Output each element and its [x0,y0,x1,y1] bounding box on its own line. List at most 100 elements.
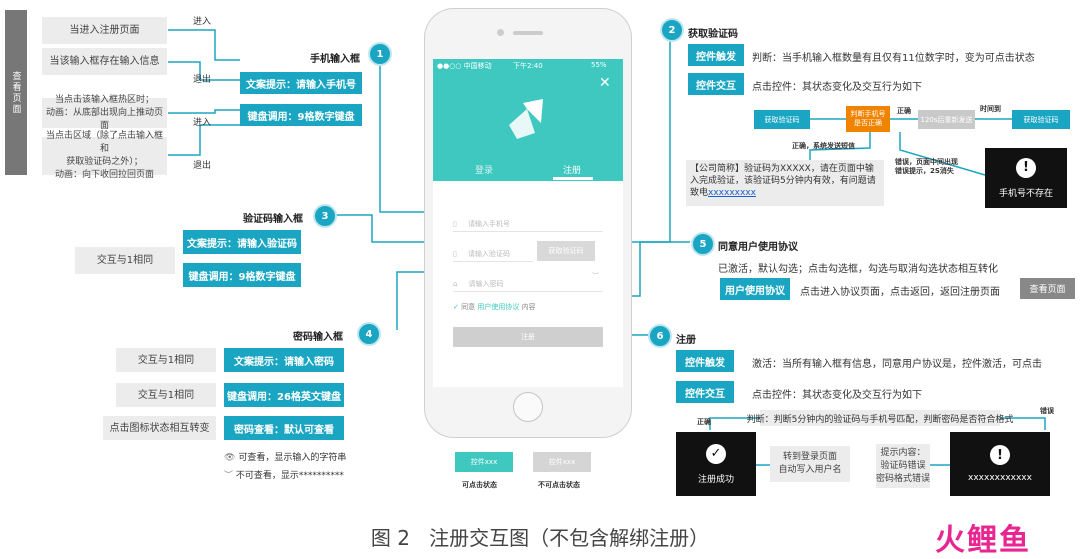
agreement-row: ✓ 同意 用户使用协议 内容 [453,303,536,311]
section-agreement: 同意用户使用协议 [718,242,798,253]
status-time: 下午2:40 [513,62,543,70]
demo-active-button: 控件xxx [455,452,513,472]
trigger-box: 控件触发 [688,44,744,66]
text-click-change: 点击控件：其状态变化及交互行为如下 [752,82,922,93]
flow-error-label: 错误，页面中间出现 错误提示，2S消失 [895,158,958,175]
toast-register-success: ✓ 注册成功 [676,432,756,496]
password-keyboard-box: 键盘调用：26格英文键盘 [224,383,344,407]
tab-register[interactable]: 注册 [563,166,582,176]
note-same-2: 交互与1相同 [116,348,216,372]
home-button[interactable] [513,392,543,422]
label-correct: 正确 [697,418,711,426]
note-same-1: 交互与1相同 [75,247,175,274]
alert-icon: ! [1016,157,1036,178]
password-hint-box: 文案提示：请输入密码 [224,348,344,372]
phone-field[interactable]: ▯ 请输入手机号 [453,211,603,232]
phone-camera [497,29,504,36]
status-carrier: ●●○○ 中国移动 [437,62,492,70]
legend-visible: 👁 可查看，显示输入的字符串 [224,453,347,463]
flow-countdown: 120s后重新发送 [918,110,975,129]
flow-time-label: 时间到 [980,105,1001,113]
side-tab-view-page[interactable]: 查看页面 [5,10,27,175]
logo-icon [509,99,543,139]
code-field-placeholder: 请输入验证码 [467,250,510,258]
demo-inactive-button: 控件xxx [533,452,591,472]
tab-login[interactable]: 登录 [475,166,494,176]
code-keyboard-box: 键盘调用：9格数字键盘 [183,263,301,287]
step-3-badge: 3 [313,204,337,228]
note-has-info: 当该输入框存在输入信息 [42,48,167,75]
legend-hidden: ︶ 不可查看，显示********** [224,471,344,481]
phone-keyboard-box: 键盘调用：9格数字键盘 [240,104,362,126]
trigger-box-2: 控件触发 [676,350,734,372]
note-hint-content: 提示内容： 验证码错误 密码格式错误 [876,444,930,488]
phone-speaker [513,31,543,35]
step-2-badge: 2 [660,18,684,42]
note-hot-area: 当点击该输入框热区时； 动画：从底部出现向上推动页面 [42,95,167,131]
interact-box: 控件交互 [688,73,744,95]
toast-not-exist: ! 手机号不存在 [985,148,1067,208]
agreement-link[interactable]: 用户使用协议 [477,303,520,311]
password-field-placeholder: 请输入密码 [468,280,504,288]
register-button[interactable]: 注册 [453,327,603,347]
label-exit-2: 退出 [193,161,212,171]
label-exit: 退出 [193,75,212,85]
section-phone-input: 手机输入框 [310,54,360,65]
code-field[interactable]: ▯ 请输入验证码 [453,241,533,262]
password-field[interactable]: ⌂ 请输入密码 ︶ [453,271,603,292]
section-register: 注册 [676,335,696,346]
tab-indicator [553,177,593,180]
section-password-input: 密码输入框 [293,332,343,343]
close-icon[interactable]: ✕ [599,75,611,91]
code-field-icon: ▯ [453,250,457,258]
section-code-input: 验证码输入框 [243,214,303,225]
eye-closed-icon: ︶ [224,471,234,481]
demo-active-caption: 可点击状态 [462,481,497,489]
flow-get-code-2: 获取验证码 [1012,110,1070,129]
password-view-box: 密码查看：默认可查看 [224,416,344,440]
demo-inactive-caption: 不可点击状态 [538,481,580,489]
lock-icon: ⌂ [453,280,458,288]
eye-toggle-icon[interactable]: ︶ [592,272,599,280]
step-5-badge: 5 [691,232,715,256]
text-click-change-2: 点击控件：其状态变化及交互行为如下 [752,390,922,401]
note-to-login: 转到登录页面 自动写入用户名 [770,446,850,482]
side-tab-label: 查看页面 [10,70,21,115]
step-1-badge: 1 [368,42,392,66]
sms-preview: 【公司简称】验证码为XXXXX，请在页面中输入完成验证，该验证码5分钟内有效，有… [686,160,884,206]
figure-caption: 图 2 注册交互图（不包含解绑注册） [370,526,710,550]
phone-frame: ●●○○ 中国移动 下午2:40 55% ✕ 登录 注册 ▯ 请输入手机号 ▯ … [424,8,632,438]
watermark-logo: 火鲤鱼 [935,523,1031,558]
section-get-code: 获取验证码 [688,29,738,40]
note-toggle-icon: 点击图标状态相互转变 [103,416,216,440]
flow-get-code: 获取验证码 [754,110,810,129]
text-activated: 已激活，默认勾选；点击勾选框，勾选与取消勾选状态相互转化 [718,264,998,275]
label-enter-2: 进入 [193,118,212,128]
toast-error-hint: ! xxxxxxxxxxxx [950,432,1050,496]
phone-field-placeholder: 请输入手机号 [467,220,510,228]
interact-box-2: 控件交互 [676,381,734,403]
label-wrong: 错误 [1040,407,1054,415]
eye-open-icon: 👁 [224,453,236,463]
note-click-area: 当点击区域（除了点击输入框和 获取验证码之外）； 动画：向下收回拉回页面 [42,131,167,180]
text-agreement-click: 点击进入协议页面，点击返回，返回注册页面 [800,287,1000,298]
step-4-badge: 4 [357,322,381,346]
note-enter-page: 当进入注册页面 [42,17,167,44]
flow-judge-phone: 判断手机号 是否正确 [846,106,890,132]
phone-hint-box: 文案提示：请输入手机号 [240,72,362,94]
code-hint-box: 文案提示：请输入验证码 [183,230,301,254]
agreement-checkbox[interactable]: ✓ [453,303,459,311]
text-judge-phone: 判断：当手机输入框数量有且仅有11位数字时，变为可点击状态 [752,53,1035,64]
get-code-button[interactable]: 获取验证码 [537,241,595,261]
phone-header: ●●○○ 中国移动 下午2:40 55% ✕ 登录 注册 [433,59,623,181]
alert-icon-2: ! [990,445,1010,465]
status-battery: 55% [591,61,607,69]
sms-link[interactable]: xxxxxxxxx [708,188,756,198]
phone-screen: ●●○○ 中国移动 下午2:40 55% ✕ 登录 注册 ▯ 请输入手机号 ▯ … [433,59,623,387]
view-page-button[interactable]: 查看页面 [1020,278,1075,299]
note-same-3: 交互与1相同 [116,383,216,407]
label-enter: 进入 [193,17,212,27]
flow-send-label: 正确，系统发送短信 [792,142,855,150]
user-agreement-box: 用户使用协议 [720,278,790,300]
